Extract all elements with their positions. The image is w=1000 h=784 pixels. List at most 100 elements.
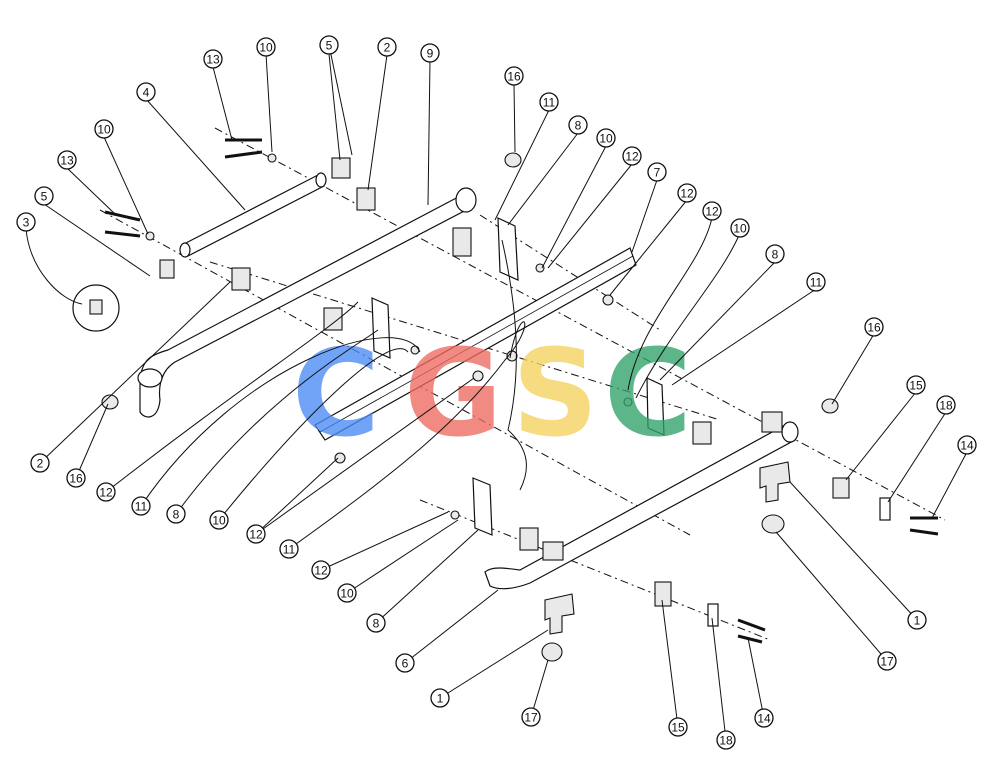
callout-number: 15	[909, 379, 923, 393]
callout-10: 10	[337, 583, 357, 603]
callout-4: 4	[136, 82, 156, 102]
watermark: C G S C	[292, 325, 692, 464]
callout-circle	[716, 730, 736, 750]
callout-16: 16	[504, 66, 524, 86]
callout-circle	[730, 218, 750, 238]
callout-number: 8	[373, 617, 380, 631]
callout-circle	[568, 115, 588, 135]
clamp-11	[761, 411, 783, 433]
callout-circle	[677, 183, 697, 203]
callout-circle	[864, 317, 884, 337]
callout-number: 2	[37, 457, 44, 471]
callout-13: 13	[203, 49, 223, 69]
callout-number: 14	[960, 439, 974, 453]
callout-13: 13	[57, 150, 77, 170]
callout-number: 16	[867, 321, 881, 335]
clamp-8	[542, 541, 564, 561]
small-plate-1	[879, 497, 891, 521]
callout-number: 17	[880, 655, 894, 669]
callout-number: 9	[427, 47, 434, 61]
assembly-centerlines	[99, 127, 946, 641]
long-flat-bar	[314, 247, 637, 441]
callout-circle	[877, 651, 897, 671]
callout-12: 12	[677, 183, 697, 203]
bolt-4	[104, 230, 141, 238]
clamp-4	[323, 307, 343, 331]
cap-16-right	[821, 398, 839, 414]
hinge-left	[159, 259, 175, 279]
clamp-10	[654, 581, 672, 607]
callout-number: 17	[524, 711, 538, 725]
callout-11: 11	[539, 92, 559, 112]
callout-number: 1	[914, 614, 921, 628]
callout-2: 2	[377, 37, 397, 57]
watermark-letter-2: G	[404, 325, 503, 464]
callout-number: 13	[60, 154, 74, 168]
callout-number: 14	[757, 712, 771, 726]
callout-number: 6	[402, 657, 409, 671]
callout-circle	[596, 128, 616, 148]
callout-8: 8	[166, 504, 186, 524]
callout-5: 5	[319, 35, 339, 55]
callout-6: 6	[395, 653, 415, 673]
callout-number: 10	[97, 123, 111, 137]
callout-number: 16	[507, 70, 521, 84]
bolt-7	[737, 618, 766, 632]
bolt-6	[909, 528, 939, 536]
callout-number: 8	[575, 119, 582, 133]
tee-fitting-left	[544, 593, 575, 635]
callout-14: 14	[754, 708, 774, 728]
callout-circle	[936, 395, 956, 415]
callout-number: 18	[939, 399, 953, 413]
callout-circle	[66, 468, 86, 488]
callout-8: 8	[366, 613, 386, 633]
callout-number: 13	[206, 53, 220, 67]
callout-number: 12	[625, 150, 639, 164]
callout-circle	[337, 583, 357, 603]
callout-circle	[366, 613, 386, 633]
callout-12: 12	[96, 482, 116, 502]
callout-circle	[539, 92, 559, 112]
callout-10: 10	[596, 128, 616, 148]
clamp-6	[692, 421, 712, 445]
callout-17: 17	[521, 707, 541, 727]
callout-1: 1	[907, 610, 927, 630]
watermark-letter-3: S	[512, 325, 598, 464]
clamp-3	[231, 267, 251, 291]
callout-number: 4	[143, 86, 150, 100]
callout-number: 3	[23, 216, 30, 230]
callout-circle	[907, 610, 927, 630]
upper-cross-tube	[181, 174, 325, 257]
callout-number: 7	[654, 166, 661, 180]
callout-10: 10	[94, 119, 114, 139]
callout-16: 16	[864, 317, 884, 337]
callout-14: 14	[957, 435, 977, 455]
callout-17: 17	[877, 651, 897, 671]
callout-circle	[622, 146, 642, 166]
callout-12: 12	[622, 146, 642, 166]
callout-circle	[34, 186, 54, 206]
callout-circle	[420, 43, 440, 63]
callout-number: 10	[212, 514, 226, 528]
callout-circle	[702, 201, 722, 221]
callout-circle	[377, 37, 397, 57]
callout-circle	[906, 375, 926, 395]
callout-circle	[57, 150, 77, 170]
cap-16-left	[101, 394, 119, 410]
callout-1: 1	[430, 688, 450, 708]
callout-number: 11	[543, 96, 556, 110]
callout-circle	[395, 653, 415, 673]
callout-circle	[131, 496, 151, 516]
plate-bracket-3	[472, 477, 493, 536]
callout-3: 3	[16, 212, 36, 232]
callout-circle	[311, 560, 331, 580]
callout-15: 15	[906, 375, 926, 395]
callout-number: 5	[326, 39, 333, 53]
callout-10: 10	[209, 510, 229, 530]
callout-circle	[16, 212, 36, 232]
callout-16: 16	[66, 468, 86, 488]
callout-18: 18	[716, 730, 736, 750]
callout-12: 12	[702, 201, 722, 221]
callout-number: 12	[314, 564, 328, 578]
